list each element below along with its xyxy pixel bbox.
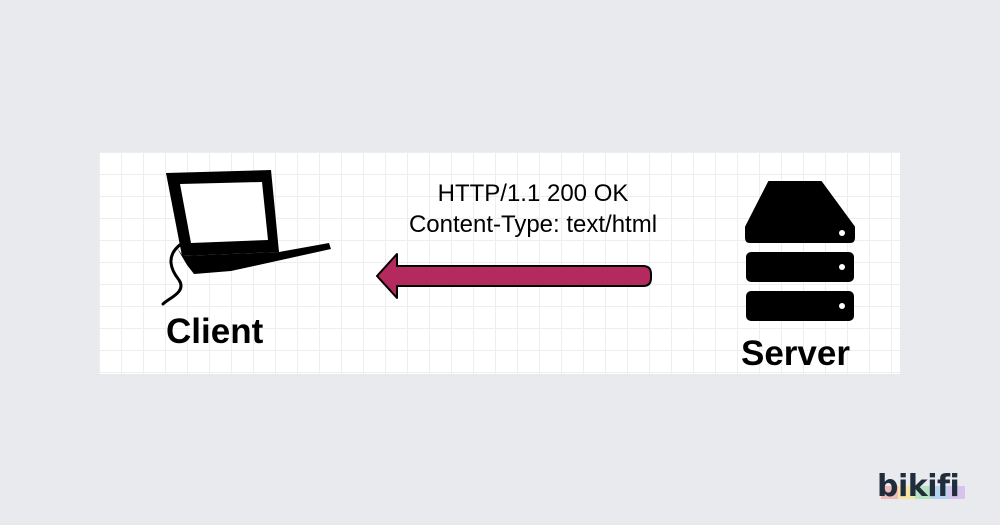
http-diagram: Client Server HTTP/1.1 200 OK Content-Ty… <box>99 152 900 374</box>
content-type-header: Content-Type: text/html <box>408 211 658 238</box>
response-message: HTTP/1.1 200 OK Content-Type: text/html <box>383 178 683 240</box>
brand-logo: bikifi <box>877 469 965 504</box>
logo-stripe-segment <box>897 486 915 499</box>
response-arrow <box>376 253 652 299</box>
logo-stripe-segment <box>948 486 965 499</box>
logo-stripe-segment <box>914 486 932 499</box>
client-label: Client <box>166 312 264 351</box>
logo-stripe-segment <box>881 486 898 499</box>
diagram-graphics <box>161 170 855 321</box>
logo-stripe-segment <box>931 486 949 499</box>
server-label: Server <box>741 334 850 373</box>
logo-text: bikifi <box>877 469 960 504</box>
status-line: HTTP/1.1 200 OK <box>437 180 629 207</box>
server-icon <box>745 181 855 321</box>
logo-stripe <box>881 486 965 499</box>
laptop-icon <box>161 170 331 306</box>
